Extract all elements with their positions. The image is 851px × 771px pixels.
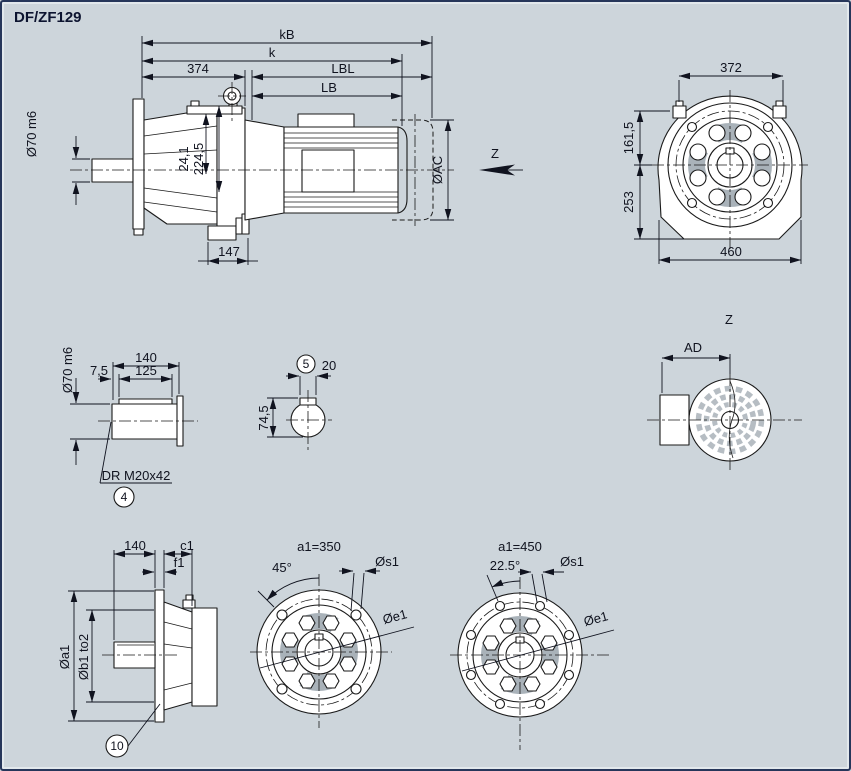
dim-label: f1 bbox=[174, 555, 185, 570]
dim-k: k bbox=[141, 45, 403, 126]
bolt-heads bbox=[281, 615, 357, 689]
view-title: a1=350 bbox=[297, 539, 341, 554]
dim-AC: ØAC bbox=[430, 119, 454, 221]
flange-450-view: a1=450 bbox=[450, 539, 615, 750]
dim-140: 140 bbox=[112, 350, 180, 400]
dim-label: Ø70 m6 bbox=[24, 111, 39, 157]
dim-label: LB bbox=[321, 80, 337, 95]
dim-LBL: LBL bbox=[251, 61, 433, 120]
dim-LB: LB bbox=[251, 80, 403, 100]
dim-label: 125 bbox=[135, 363, 157, 378]
dim-AD: AD bbox=[661, 340, 731, 393]
dim-label: 140 bbox=[124, 538, 146, 553]
dim-c1: c1 bbox=[163, 538, 194, 606]
callout-number: 10 bbox=[110, 739, 124, 753]
callout-number: 5 bbox=[303, 357, 310, 371]
key-section-view: 74,5 20 5 bbox=[256, 354, 336, 452]
dim-label: 147 bbox=[218, 244, 240, 259]
front-view: 372 161,5 253 460 bbox=[621, 60, 808, 264]
dim-label: 74,5 bbox=[256, 405, 271, 430]
dim-label: AD bbox=[684, 340, 702, 355]
dim-shaft-diameter: Ø70 m6 bbox=[24, 111, 90, 205]
dim-label: Øa1 bbox=[57, 645, 72, 670]
shaft-key bbox=[118, 398, 173, 405]
fan-view: Z AD bbox=[647, 312, 802, 470]
dim-e1-450: Øe1 bbox=[461, 608, 615, 672]
flange-side-view: 140 c1 f1 Øa1 bbox=[57, 538, 218, 758]
dim-label: 224,5 bbox=[191, 143, 206, 176]
dim-22-5deg: 22.5° bbox=[486, 558, 521, 602]
dim-label: 22.5° bbox=[490, 558, 521, 573]
dim-140-flange: 140 bbox=[113, 538, 156, 640]
dim-24-1: 24,1 bbox=[176, 113, 210, 175]
callout-5: 5 bbox=[296, 354, 316, 374]
shaft-body bbox=[111, 403, 180, 440]
mounting-flange-plate bbox=[132, 98, 145, 230]
shaft-outline bbox=[91, 158, 134, 183]
dim-label: Øe1 bbox=[582, 608, 610, 629]
dim-label: 45° bbox=[272, 560, 292, 575]
dim-label: 20 bbox=[322, 358, 336, 373]
dim-kB: kB bbox=[141, 27, 433, 118]
dim-label: Øe1 bbox=[381, 606, 409, 627]
dim-7-5: 7,5 bbox=[90, 363, 112, 383]
dim-label: kB bbox=[279, 27, 294, 42]
dim-label: 24,1 bbox=[176, 146, 191, 171]
view-title: Z bbox=[725, 312, 733, 327]
sheet-title: DF/ZF129 bbox=[14, 9, 82, 26]
bolt-heads bbox=[482, 618, 558, 692]
dim-label: k bbox=[269, 45, 276, 60]
callout-10: 10 bbox=[105, 703, 161, 758]
dim-20: 20 bbox=[286, 358, 336, 395]
dim-f1: f1 bbox=[142, 555, 185, 576]
extended-fan-cover bbox=[392, 119, 434, 221]
dim-374: 374 bbox=[141, 61, 246, 106]
flange-350-view: a1=350 bbox=[250, 539, 415, 728]
terminal-box bbox=[297, 113, 355, 128]
dim-a1: Øa1 bbox=[57, 590, 154, 722]
dim-e1-350: Øe1 bbox=[259, 606, 415, 669]
dim-147: 147 bbox=[198, 238, 258, 265]
dim-label: 460 bbox=[720, 244, 742, 259]
dim-label: 374 bbox=[187, 61, 209, 76]
dim-label: Ø70 m6 bbox=[60, 347, 75, 393]
dim-label: 161,5 bbox=[621, 122, 636, 155]
view-label: Z bbox=[491, 146, 499, 161]
side-view: Ø70 m6 kB k 374 LBL bbox=[24, 27, 523, 265]
dim-125: 125 bbox=[118, 363, 173, 397]
dim-label: 372 bbox=[720, 60, 742, 75]
view-title: a1=450 bbox=[498, 539, 542, 554]
dim-label: Øs1 bbox=[375, 554, 399, 569]
thread-callout: DR M20x42 bbox=[99, 421, 172, 484]
view-direction-arrow: Z bbox=[479, 146, 523, 176]
dim-label: 7,5 bbox=[90, 363, 108, 378]
thread-label: DR M20x42 bbox=[102, 468, 171, 483]
dim-label: c1 bbox=[180, 538, 194, 553]
dim-372: 372 bbox=[678, 60, 784, 102]
shaft-detail-view: 140 7,5 125 Ø70 m6 DR bbox=[60, 347, 198, 508]
dim-label: 253 bbox=[621, 191, 636, 213]
dim-460: 460 bbox=[658, 220, 802, 264]
dim-224-5: 224,5 bbox=[191, 105, 223, 193]
callout-4: 4 bbox=[113, 486, 135, 508]
flange-plate bbox=[154, 589, 165, 723]
dim-label: 140 bbox=[135, 350, 157, 365]
callout-number: 4 bbox=[121, 490, 128, 504]
dim-label: LBL bbox=[331, 61, 354, 76]
dim-s1-450: Øs1 bbox=[518, 554, 584, 603]
dim-45deg: 45° bbox=[257, 560, 320, 608]
arrow-icon bbox=[479, 164, 515, 176]
housing-cone bbox=[163, 601, 193, 711]
dim-label: ØAC bbox=[430, 156, 445, 184]
dim-b1: Øb1 to2 bbox=[76, 609, 154, 703]
dim-74-5: 74,5 bbox=[256, 397, 303, 438]
dim-label: Øb1 to2 bbox=[76, 634, 91, 680]
dim-s1-350: Øs1 bbox=[339, 554, 399, 612]
dim-shaft-dia-detail: Ø70 m6 bbox=[60, 347, 110, 465]
dim-label: Øs1 bbox=[560, 554, 584, 569]
